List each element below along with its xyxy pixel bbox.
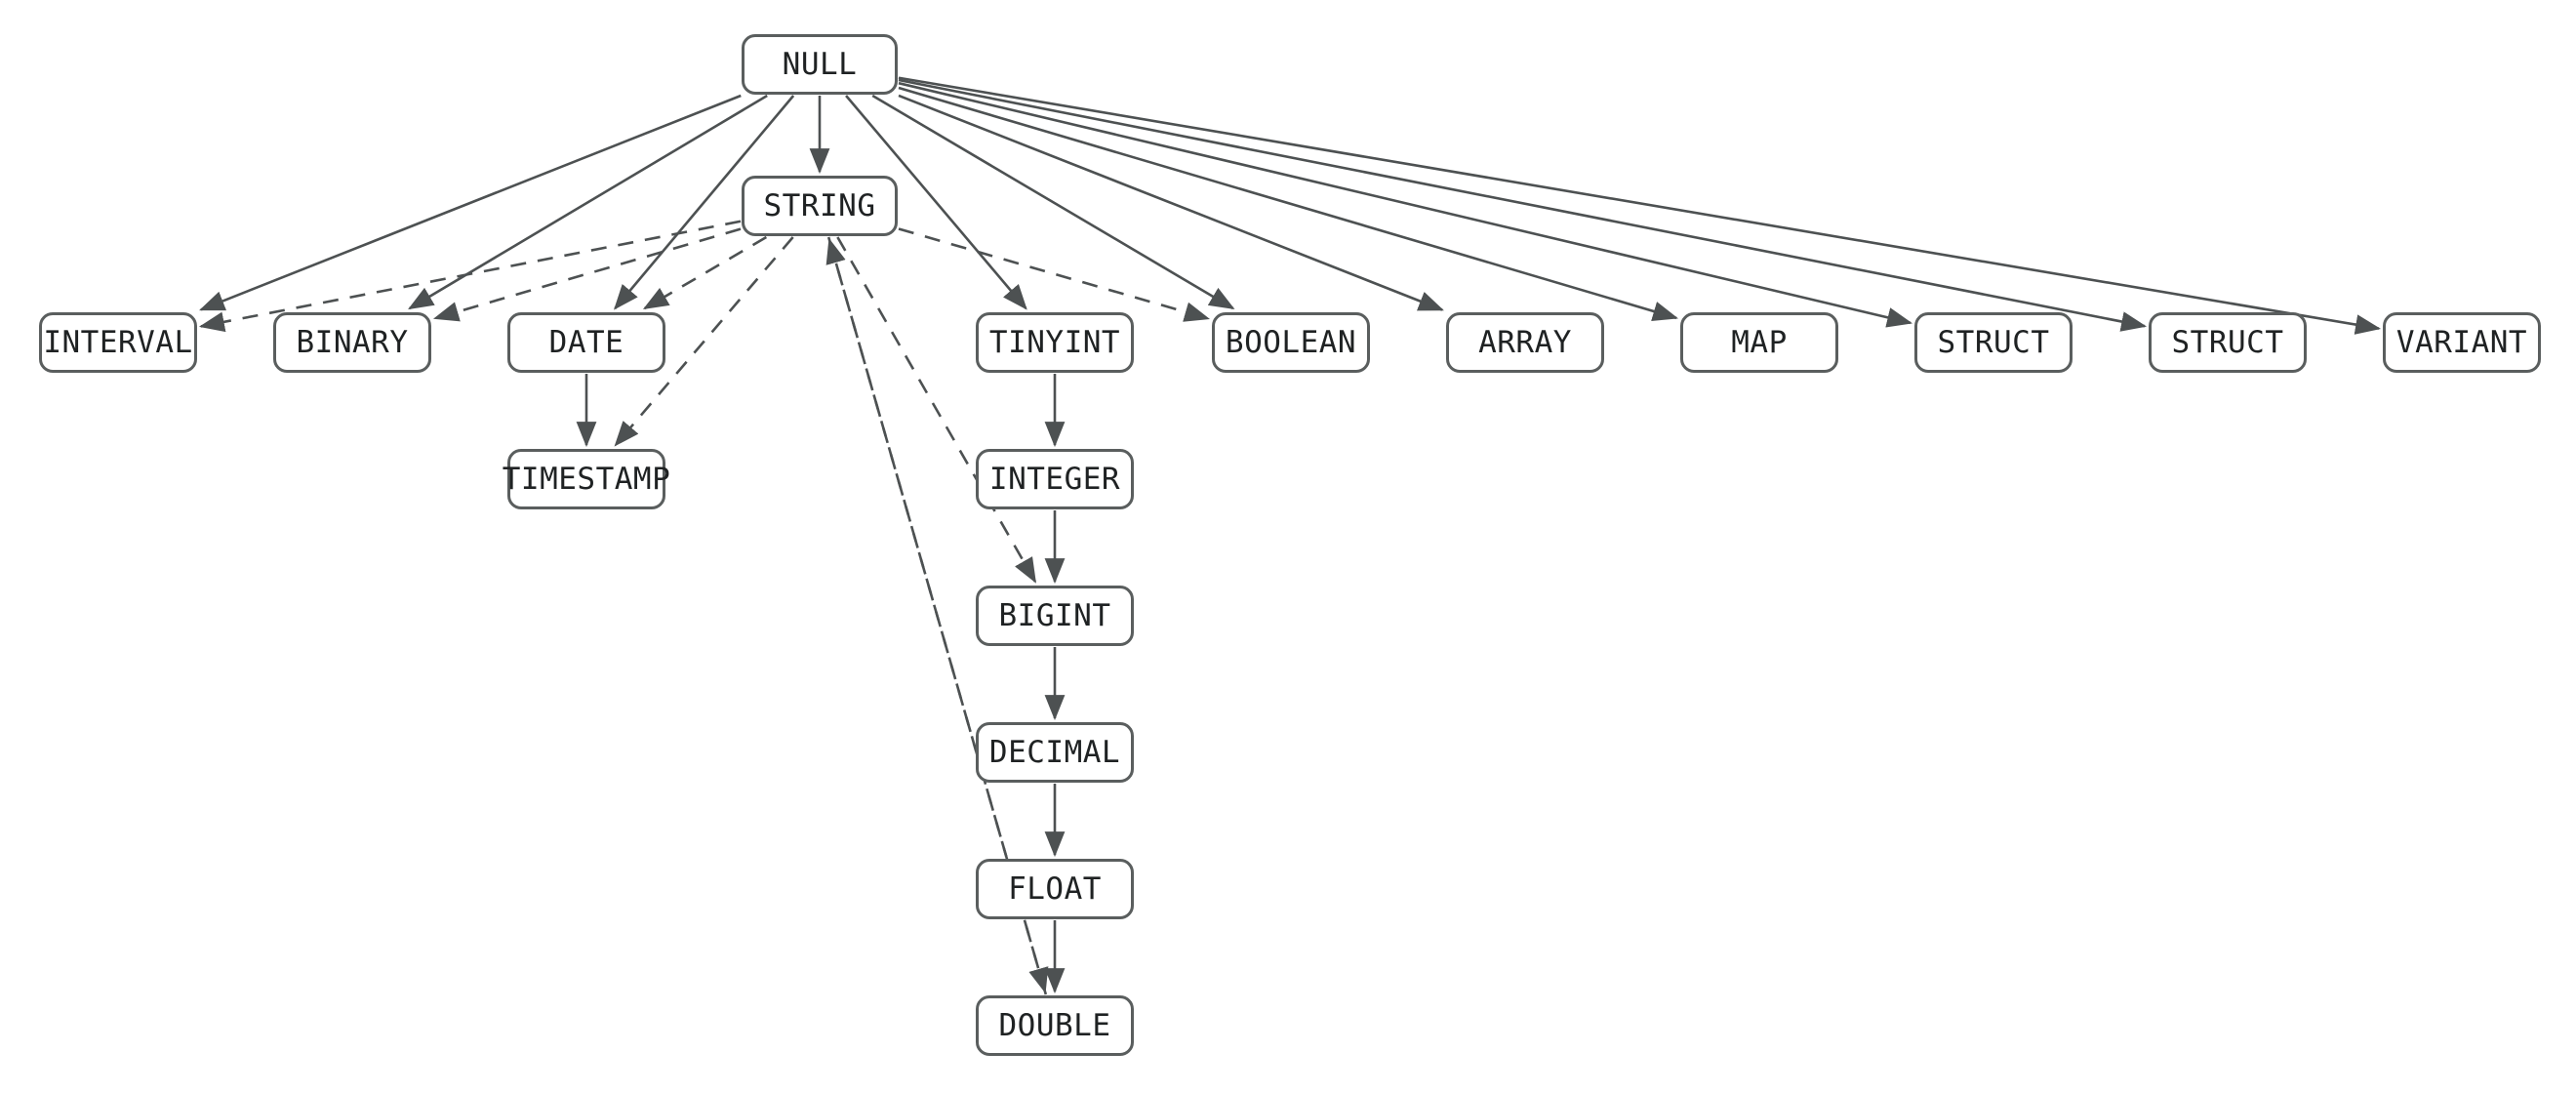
node-date[interactable]: DATE — [507, 312, 665, 373]
node-string[interactable]: STRING — [742, 176, 898, 236]
node-label: STRUCT — [1937, 324, 2050, 360]
node-float[interactable]: FLOAT — [976, 859, 1134, 919]
node-bigint[interactable]: BIGINT — [976, 586, 1134, 646]
node-map[interactable]: MAP — [1680, 312, 1838, 373]
node-struct-1[interactable]: STRUCT — [1914, 312, 2073, 373]
node-label: ARRAY — [1478, 324, 1572, 360]
node-label: INTEGER — [988, 461, 1121, 497]
node-label: FLOAT — [1008, 870, 1102, 907]
node-label: DECIMAL — [988, 734, 1121, 770]
node-variant[interactable]: VARIANT — [2383, 312, 2541, 373]
node-label: BINARY — [296, 324, 409, 360]
node-label: STRING — [763, 187, 876, 223]
node-label: BOOLEAN — [1225, 324, 1357, 360]
node-interval[interactable]: INTERVAL — [39, 312, 197, 373]
node-integer[interactable]: INTEGER — [976, 449, 1134, 509]
node-label: DOUBLE — [998, 1007, 1111, 1043]
node-label: BIGINT — [998, 597, 1111, 633]
node-decimal[interactable]: DECIMAL — [976, 722, 1134, 783]
node-binary[interactable]: BINARY — [273, 312, 431, 373]
node-null[interactable]: NULL — [742, 34, 898, 95]
node-array[interactable]: ARRAY — [1446, 312, 1604, 373]
node-boolean[interactable]: BOOLEAN — [1212, 312, 1370, 373]
node-label: STRUCT — [2171, 324, 2284, 360]
node-double[interactable]: DOUBLE — [976, 995, 1134, 1056]
node-tinyint[interactable]: TINYINT — [976, 312, 1134, 373]
node-label: DATE — [548, 324, 624, 360]
node-label: NULL — [782, 46, 858, 82]
node-label: TIMESTAMP — [502, 461, 671, 497]
node-timestamp[interactable]: TIMESTAMP — [503, 449, 670, 509]
node-label: TINYINT — [988, 324, 1121, 360]
node-label: INTERVAL — [43, 324, 193, 360]
node-struct-2[interactable]: STRUCT — [2149, 312, 2307, 373]
node-label: VARIANT — [2395, 324, 2528, 360]
node-label: MAP — [1731, 324, 1788, 360]
